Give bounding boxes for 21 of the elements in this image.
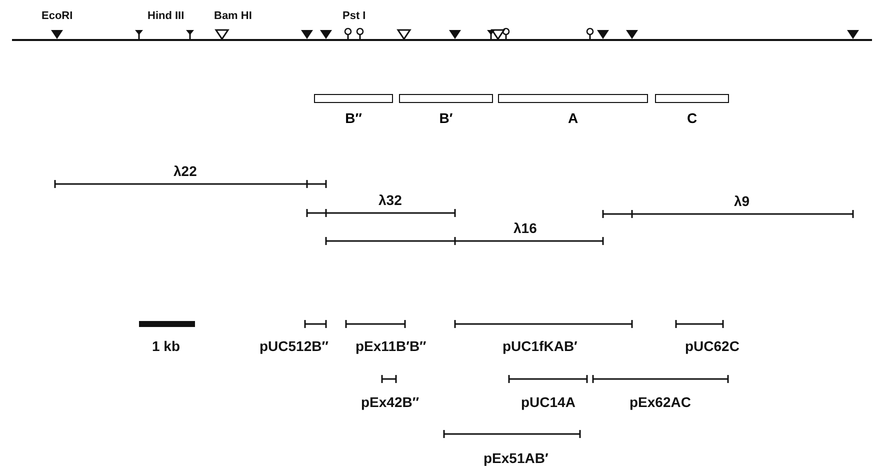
- gene-label: B″: [344, 110, 363, 126]
- clone-label: pEx42B″: [361, 394, 420, 410]
- clone-label: pUC1fKAB′: [502, 338, 578, 354]
- enzyme-label: Bam HI: [214, 10, 252, 23]
- clone-label: λ16: [514, 220, 537, 236]
- clone-label: pEx51AB′: [484, 450, 548, 466]
- enzyme-label: Hind III: [148, 10, 184, 23]
- clone-label: pEx62AC: [630, 394, 691, 410]
- clone-label: λ9: [734, 193, 750, 209]
- clone-label: pUC512B″: [260, 338, 328, 354]
- clone-label: λ32: [378, 192, 402, 208]
- clone-label: pUC14A: [521, 394, 576, 410]
- clone-label: λ22: [174, 163, 197, 179]
- clone-label: pEx11B′B″: [356, 338, 426, 354]
- gene-label: C: [686, 110, 698, 126]
- gene-label: B′: [438, 110, 454, 126]
- clone-label: pUC62C: [685, 338, 740, 354]
- enzyme-label: Pst I: [342, 10, 366, 23]
- gene-label: A: [566, 110, 580, 126]
- scale-label: 1 kb: [152, 338, 180, 354]
- enzyme-label: EcoRI: [42, 10, 73, 23]
